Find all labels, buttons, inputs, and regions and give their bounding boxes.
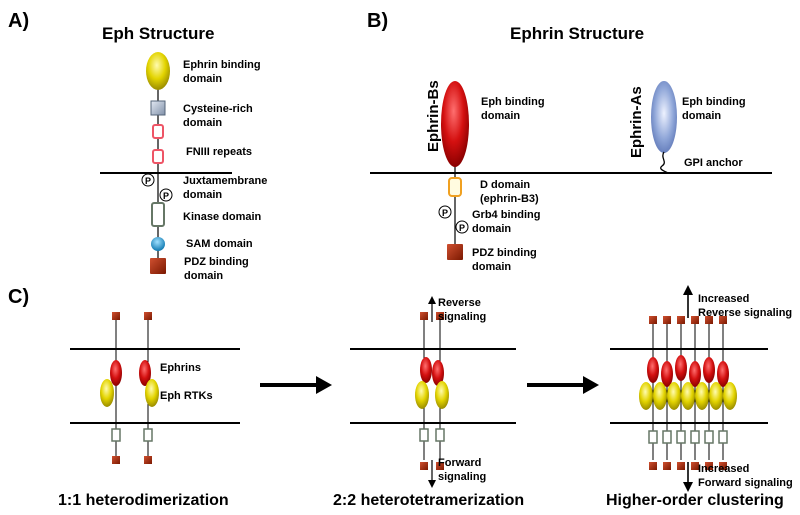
- reverse-signaling-label: Reverse signaling: [438, 297, 486, 323]
- svg-text:P: P: [459, 223, 465, 233]
- pdz-domain-shape: [150, 258, 166, 274]
- panel-label-b: B): [367, 10, 388, 32]
- cysteine-rich-label: Cysteine-rich domain: [183, 103, 256, 129]
- d-domain-label: D domain (ephrin-B3): [480, 179, 539, 205]
- phospho-icon: P: [141, 173, 155, 187]
- ephrin-b-eph-binding-label: Eph binding domain: [481, 96, 548, 122]
- panel-label-a: A): [8, 10, 29, 32]
- caption-higher-order-clustering: Higher-order clustering: [606, 492, 784, 509]
- stage-higher-order-clustering: Increased Reverse signaling Increased Fo…: [606, 285, 793, 509]
- phospho-icon: P: [455, 220, 469, 234]
- eph-rtks-label: Eph RTKs: [160, 390, 213, 402]
- increased-reverse-signaling-label: Increased Reverse signaling: [698, 293, 792, 319]
- ephrin-structure-panel: Ephrin Structure P P Ephrin-Bs Eph bindi…: [370, 24, 772, 273]
- forward-signaling-label: Forward signaling: [438, 457, 486, 483]
- ephrin-binding-domain-label: Ephrin binding domain: [183, 59, 264, 85]
- sam-domain-shape: [151, 237, 165, 251]
- ephrin-pdz-shape: [447, 244, 463, 260]
- phospho-icon: P: [438, 205, 452, 219]
- caption-heterodimerization: 1:1 heterodimerization: [58, 492, 229, 509]
- ephrin-binding-domain-shape: [146, 52, 170, 90]
- kinase-domain-shape: [151, 202, 165, 227]
- caption-heterotetramerization: 2:2 heterotetramerization: [333, 492, 524, 509]
- phospho-icon: P: [159, 188, 173, 202]
- d-domain-shape: [448, 177, 462, 197]
- ephrin-bs-label: Ephrin-Bs: [425, 80, 442, 152]
- ephrin-a-eph-binding-shape: [651, 81, 677, 153]
- fniii-repeat-shape-2: [152, 149, 164, 164]
- clustering-panel: Ephrins Eph RTKs 1:1 heterodimerization: [58, 285, 793, 509]
- stage-heterotetramerization: Reverse signaling Forward signaling 2:2 …: [333, 296, 524, 509]
- svg-text:P: P: [442, 208, 448, 218]
- ephrin-structure-title: Ephrin Structure: [510, 24, 644, 43]
- fniii-label: FNIII repeats: [186, 146, 252, 158]
- eph-structure-panel: Eph Structure P P Ephrin binding domain …: [100, 24, 270, 282]
- panel-label-c: C): [8, 286, 29, 308]
- ephrin-a-eph-binding-label: Eph binding domain: [682, 96, 749, 122]
- stage-heterodimerization: Ephrins Eph RTKs 1:1 heterodimerization: [58, 312, 240, 509]
- fniii-repeat-shape-1: [152, 124, 164, 139]
- progression-arrow-2: [527, 376, 599, 394]
- kinase-label: Kinase domain: [183, 211, 262, 223]
- gpi-anchor-shape: [660, 151, 669, 174]
- svg-text:P: P: [145, 176, 151, 186]
- svg-text:P: P: [163, 191, 169, 201]
- gpi-anchor-label: GPI anchor: [684, 157, 743, 169]
- cysteine-rich-shape: [150, 100, 166, 116]
- eph-structure-title: Eph Structure: [102, 24, 214, 43]
- increased-forward-signaling-label: Increased Forward signaling: [698, 463, 793, 489]
- juxtamembrane-label: Juxtamembrane domain: [183, 175, 270, 201]
- grb4-label: Grb4 binding domain: [472, 209, 544, 235]
- sam-label: SAM domain: [186, 238, 253, 250]
- ephrin-as-label: Ephrin-As: [628, 86, 645, 158]
- ephrins-label: Ephrins: [160, 362, 201, 374]
- ephrin-pdz-label: PDZ binding domain: [472, 247, 540, 273]
- progression-arrow-1: [260, 376, 332, 394]
- ephrin-b-eph-binding-shape: [441, 81, 469, 167]
- pdz-label: PDZ binding domain: [184, 256, 252, 282]
